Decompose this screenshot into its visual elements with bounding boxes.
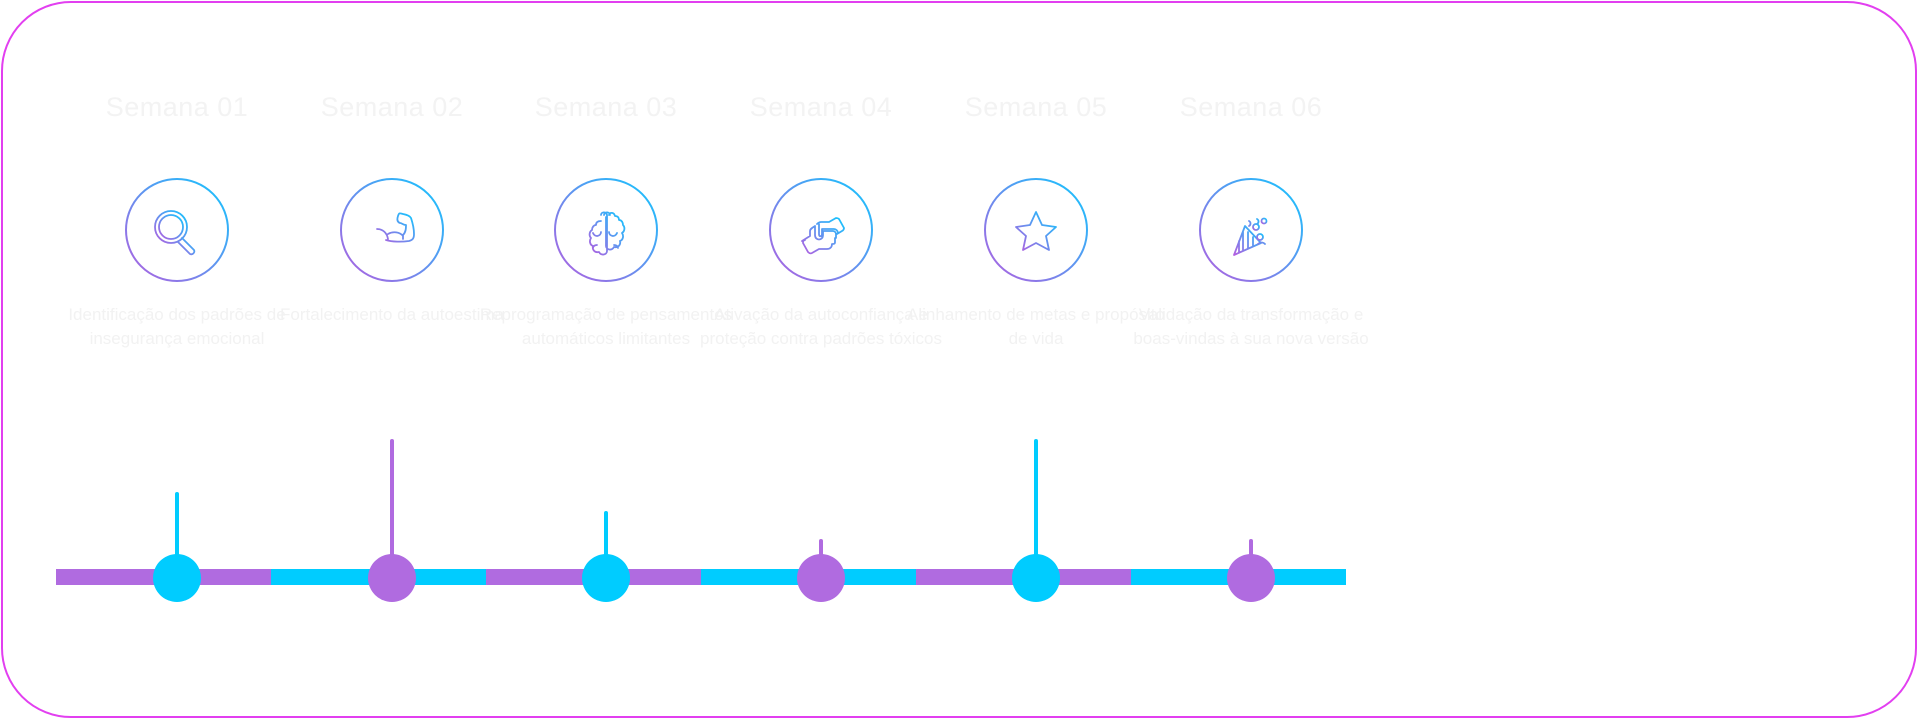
- timeline-dot[interactable]: [368, 554, 416, 602]
- timeline-marker-stick: [819, 539, 823, 560]
- handshake-icon: [769, 178, 873, 282]
- timeline-dot[interactable]: [153, 554, 201, 602]
- week-description: Validação da transformação e boas-vindas…: [1133, 305, 1369, 348]
- week-description: Identificação dos padrões de insegurança…: [68, 305, 286, 348]
- timeline-dot[interactable]: [1227, 554, 1275, 602]
- week-title: Semana 06: [1179, 92, 1323, 122]
- party-popper-icon: [1199, 178, 1303, 282]
- timeline-dot[interactable]: [797, 554, 845, 602]
- week-description: Alinhamento de metas e propósito de vida: [907, 305, 1165, 348]
- flexed-arm-icon: [340, 178, 444, 282]
- magnifier-icon: [125, 178, 229, 282]
- timeline-dot[interactable]: [582, 554, 630, 602]
- week-title: Semana 03: [534, 92, 678, 122]
- brain-icon: [554, 178, 658, 282]
- week-title: Semana 01: [105, 92, 249, 122]
- timeline-marker-stick: [175, 492, 179, 560]
- week-title: Semana 02: [320, 92, 464, 122]
- week-description: Fortalecimento da autoestima: [280, 305, 504, 324]
- week-title: Semana 05: [964, 92, 1108, 122]
- star-icon: [984, 178, 1088, 282]
- week-description: Reprogramação de pensamentos automáticos…: [479, 305, 733, 348]
- timeline-marker-stick: [390, 439, 394, 560]
- timeline-marker-stick: [1034, 439, 1038, 560]
- timeline-marker-stick: [604, 511, 608, 560]
- week-description: Ativação da autoconfiança e proteção con…: [700, 305, 942, 348]
- timeline-marker-stick: [1249, 539, 1253, 560]
- timeline-dot[interactable]: [1012, 554, 1060, 602]
- week-title: Semana 04: [749, 92, 893, 122]
